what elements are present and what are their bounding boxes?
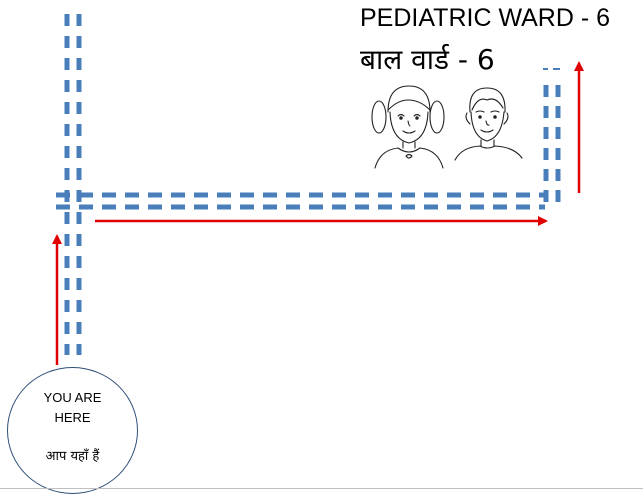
route-arrows	[52, 61, 584, 365]
corridor-vertical-right	[543, 85, 561, 208]
corridor-vertical-left	[64, 14, 82, 355]
girl-illustration	[371, 85, 445, 169]
destination-subtitle-hindi: बाल वार्ड - 6	[360, 43, 495, 76]
corridor-horizontal	[56, 192, 545, 210]
boy-illustration	[454, 87, 523, 161]
page-bottom-border	[0, 488, 643, 489]
destination-title: PEDIATRIC WARD - 6	[360, 4, 611, 32]
you-are-here-label-hindi: आप यहाँ हैं	[45, 449, 100, 464]
